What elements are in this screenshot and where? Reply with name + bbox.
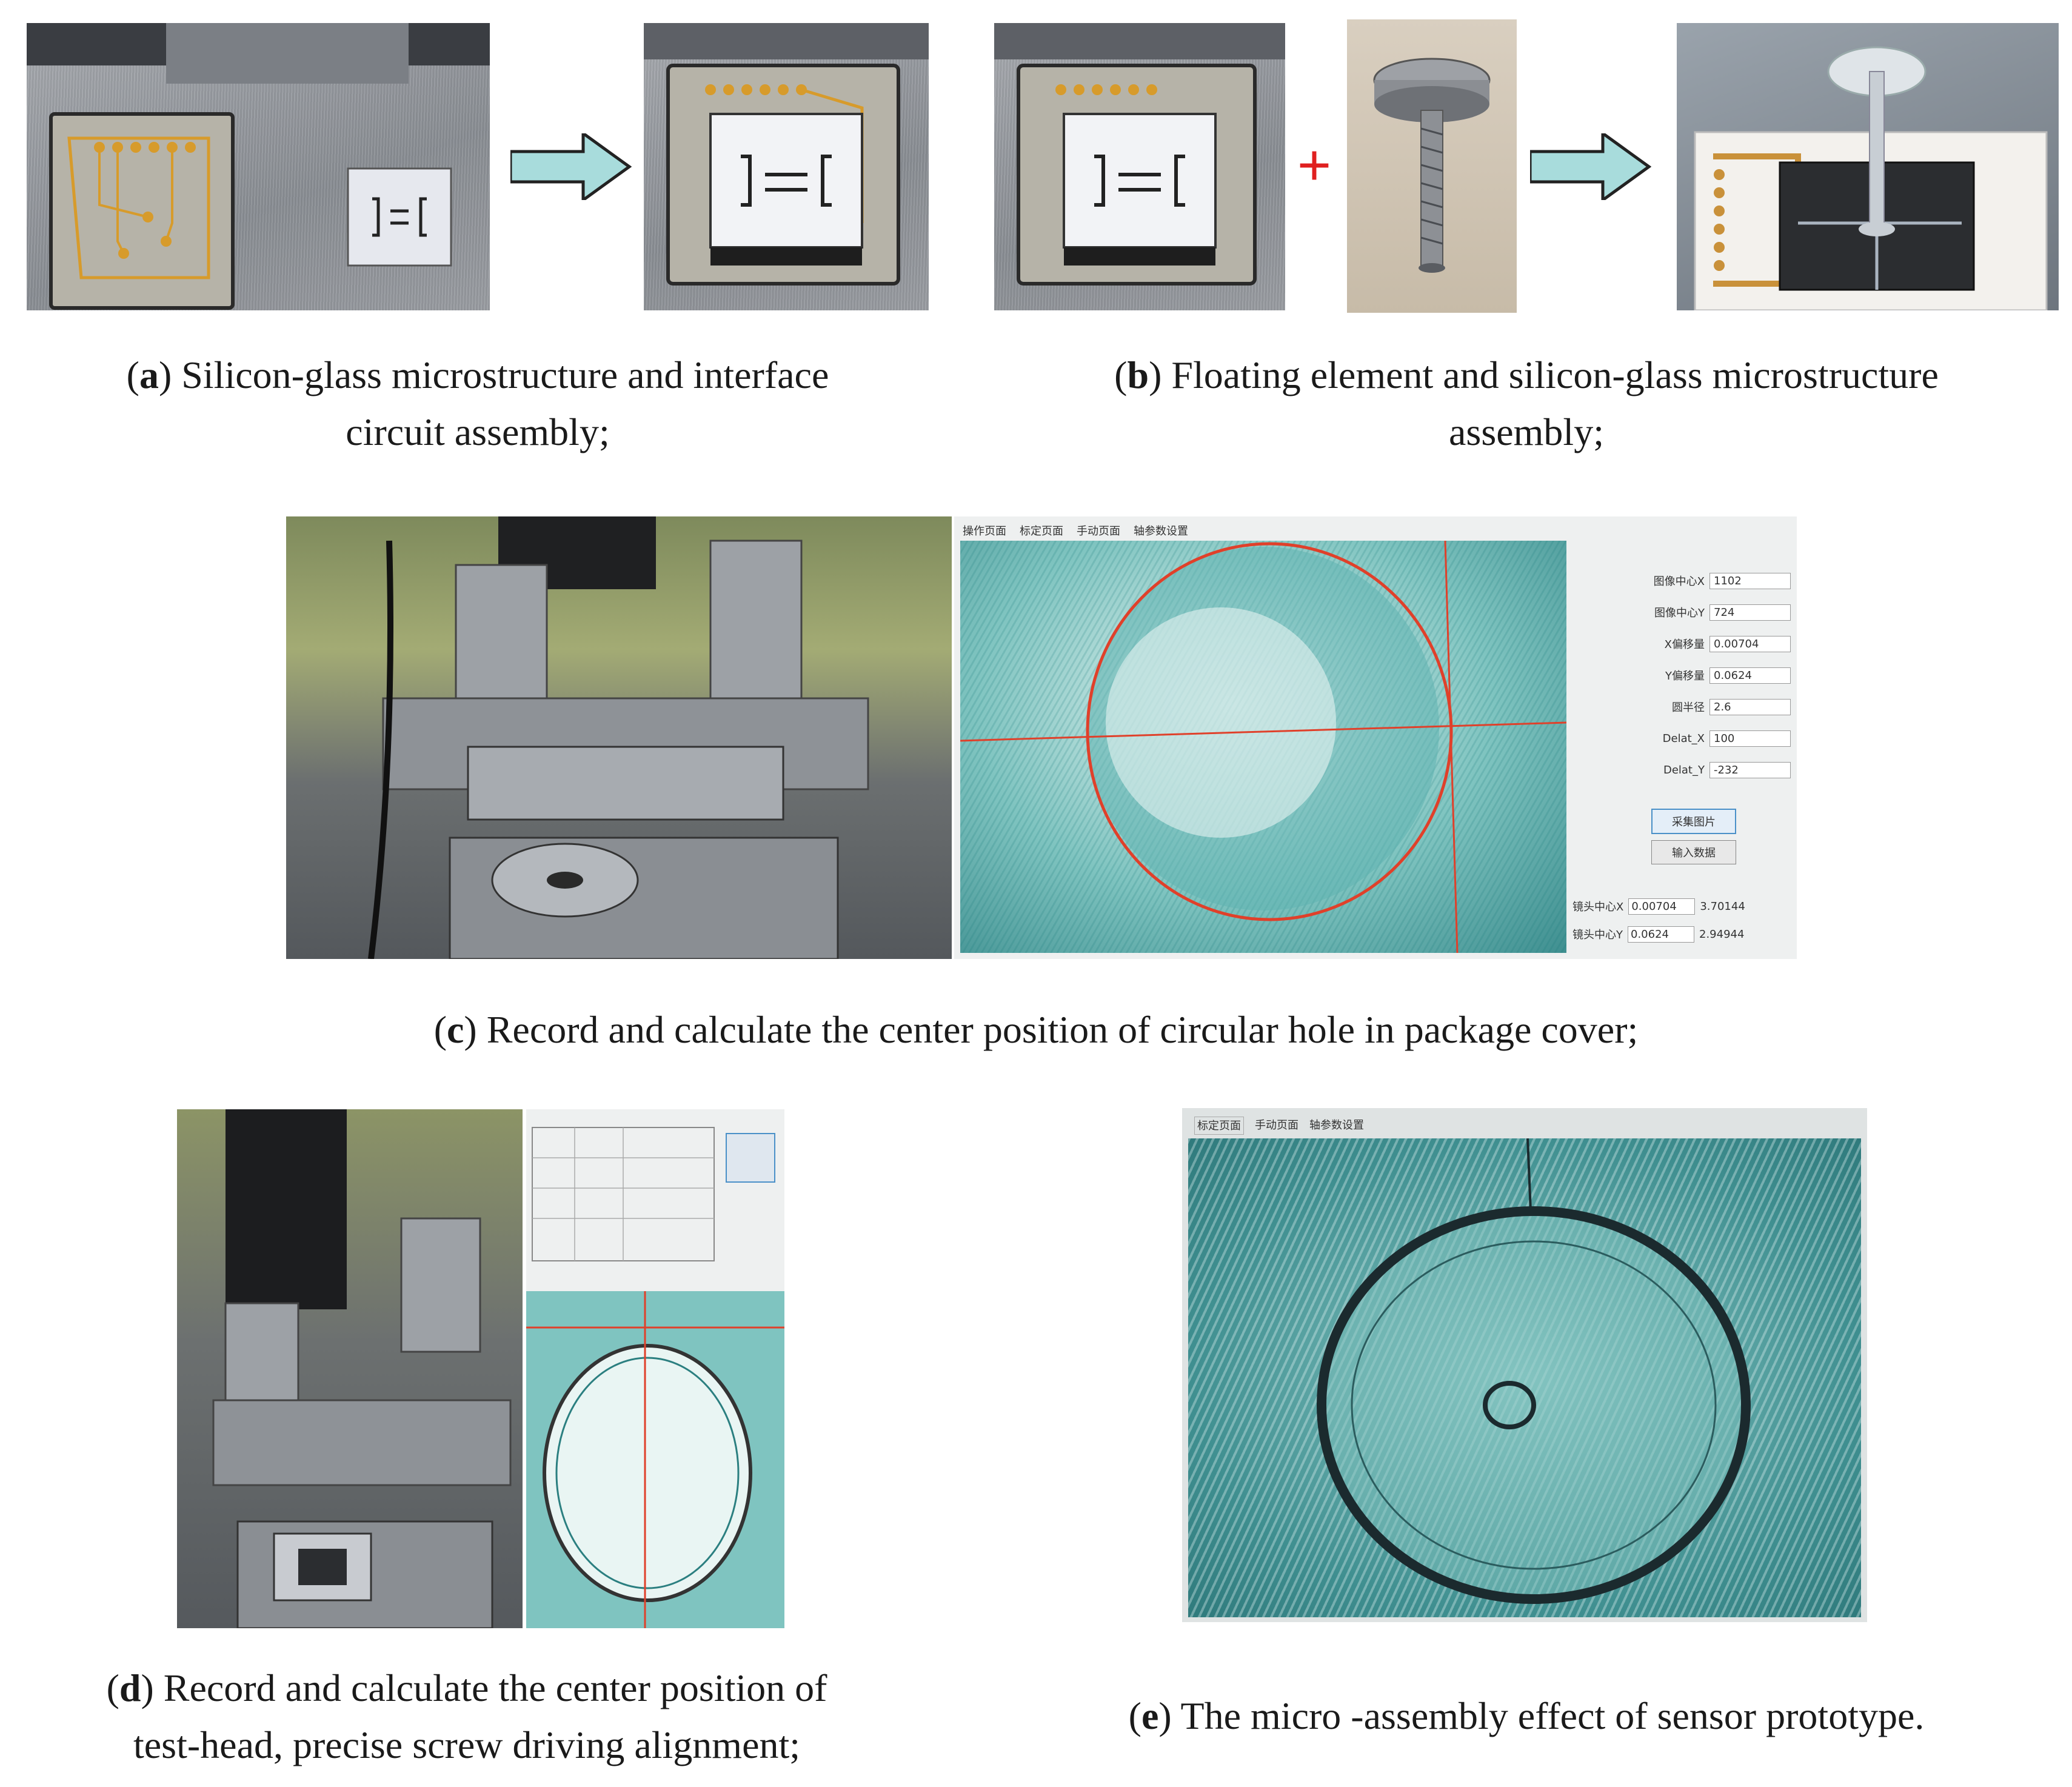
input-data-button[interactable]: 输入数据: [1651, 840, 1736, 864]
readout-extra: 2.94944: [1699, 927, 1745, 941]
photo-c1-alignment-rig: [286, 516, 952, 959]
camera-view-e: [1188, 1138, 1861, 1617]
readout-extra: 3.70144: [1700, 900, 1745, 913]
menu-item-c-1[interactable]: 标定页面: [1020, 525, 1063, 538]
field-label: 图像中心Y: [1654, 607, 1705, 620]
field-label: Delat_X: [1662, 732, 1705, 745]
field-row: X偏移量 0.00704: [1597, 628, 1791, 660]
photo-c1-drawing: [368, 516, 869, 959]
arrow-right-icon: [510, 133, 632, 200]
readout-value[interactable]: 0.00704: [1628, 898, 1696, 915]
screen-d2-drawing: [526, 1127, 784, 1628]
photo-a2-drawing: [644, 23, 929, 286]
caption-b: (b) Floating element and silicon-glass m…: [1114, 353, 1939, 453]
caption-c: (c) Record and calculate the center posi…: [433, 1008, 1639, 1051]
button-group-c: 采集图片 输入数据: [1651, 809, 1736, 864]
photo-b2-floating-element: [1347, 19, 1517, 313]
screen-c2-software: 操作页面 标定页面 手动页面 轴参数设置 图像中心X 1102 图像中心Y 72…: [954, 516, 1797, 959]
camera-view-e-overlay: [1317, 1138, 1751, 1604]
caption-d-line1: Record and calculate the center position…: [153, 1666, 827, 1709]
field-value[interactable]: 2.6: [1709, 698, 1791, 715]
field-value[interactable]: 1102: [1709, 572, 1791, 589]
caption-b-line2: assembly;: [1449, 410, 1604, 453]
camera-view-c-overlay: [960, 540, 1567, 954]
readout-value[interactable]: 0.0624: [1628, 926, 1694, 943]
caption-d-line2: test-head, precise screw driving alignme…: [133, 1723, 801, 1766]
field-row: Y偏移量 0.0624: [1597, 660, 1791, 691]
field-label: 图像中心X: [1653, 575, 1705, 588]
menu-item-c-3[interactable]: 轴参数设置: [1134, 525, 1188, 538]
caption-a-letter: a: [139, 353, 159, 396]
field-row: 圆半径 2.6: [1597, 691, 1791, 723]
screen-e-microscope-view: 标定页面 手动页面 轴参数设置: [1182, 1108, 1867, 1622]
readout-row: 镜头中心Y 0.0624 2.94944: [1572, 920, 1791, 948]
caption-d: (d) Record and calculate the center posi…: [106, 1666, 827, 1766]
caption-c-letter: c: [447, 1008, 464, 1051]
photo-b1-assembled-chip: [994, 23, 1285, 310]
field-value[interactable]: 0.0624: [1709, 667, 1791, 684]
screen-d2-software: [526, 1109, 784, 1628]
menu-item-e-2[interactable]: 轴参数设置: [1309, 1119, 1364, 1132]
field-row: Delat_X 100: [1597, 723, 1791, 754]
photo-a1-drawing: [27, 23, 490, 310]
arrow-right-icon-b: [1530, 133, 1651, 200]
field-label: X偏移量: [1664, 638, 1705, 651]
menu-item-e-0[interactable]: 标定页面: [1194, 1117, 1244, 1135]
field-value[interactable]: 100: [1709, 730, 1791, 747]
field-row: 图像中心Y 724: [1597, 596, 1791, 628]
caption-a-line2: circuit assembly;: [346, 410, 610, 453]
photo-d1-screw-driving-rig: [177, 1109, 523, 1628]
readout-row: 镜头中心X 0.00704 3.70144: [1572, 892, 1791, 920]
caption-a-line1: Silicon-glass microstructure and interfa…: [172, 353, 829, 396]
caption-e: (e) The micro -assembly effect of sensor…: [1128, 1694, 1925, 1737]
caption-e-letter: e: [1141, 1694, 1159, 1737]
field-value[interactable]: -232: [1709, 761, 1791, 778]
photo-a2-assembled: [644, 23, 929, 310]
caption-a: (a) Silicon-glass microstructure and int…: [126, 353, 829, 453]
camera-view-c: [960, 540, 1567, 954]
capture-image-button[interactable]: 采集图片: [1651, 809, 1736, 834]
field-value[interactable]: 724: [1709, 604, 1791, 621]
menu-item-c-2[interactable]: 手动页面: [1077, 525, 1120, 538]
menu-bar-c: 操作页面 标定页面 手动页面 轴参数设置: [963, 523, 1326, 539]
readout-label: 镜头中心X: [1572, 901, 1624, 914]
photo-a1-pcb-and-chip: [27, 23, 490, 310]
photo-b3-final-assembly: [1677, 23, 2059, 310]
caption-d-letter: d: [119, 1666, 141, 1709]
caption-b-letter: b: [1127, 353, 1149, 396]
parameter-panel-c: 图像中心X 1102 图像中心Y 724 X偏移量 0.00704 Y偏移量 0…: [1597, 565, 1791, 864]
field-value[interactable]: 0.00704: [1709, 635, 1791, 652]
menu-item-e-1[interactable]: 手动页面: [1255, 1119, 1298, 1132]
menu-item-c-0[interactable]: 操作页面: [963, 525, 1006, 538]
photo-b3-drawing: [1694, 46, 2048, 310]
readout-label: 镜头中心Y: [1572, 929, 1623, 941]
field-label: Y偏移量: [1665, 670, 1705, 683]
caption-b-line1: Floating element and silicon-glass micro…: [1161, 353, 1939, 396]
menu-bar-e: 标定页面 手动页面 轴参数设置: [1194, 1117, 1364, 1135]
field-label: Delat_Y: [1663, 763, 1705, 777]
photo-b1-drawing: [994, 23, 1285, 286]
caption-e-line1: The micro -assembly effect of sensor pro…: [1171, 1694, 1925, 1737]
field-row: 图像中心X 1102: [1597, 565, 1791, 596]
field-row: Delat_Y -232: [1597, 754, 1791, 786]
bottom-readout-c: 镜头中心X 0.00704 3.70144 镜头中心Y 0.0624 2.949…: [1572, 892, 1791, 948]
field-label: 圆半径: [1672, 701, 1705, 714]
photo-d1-drawing: [212, 1109, 512, 1628]
caption-c-line1: Record and calculate the center position…: [476, 1008, 1639, 1051]
plus-icon: +: [1297, 133, 1332, 198]
photo-b2-drawing: [1373, 58, 1491, 273]
